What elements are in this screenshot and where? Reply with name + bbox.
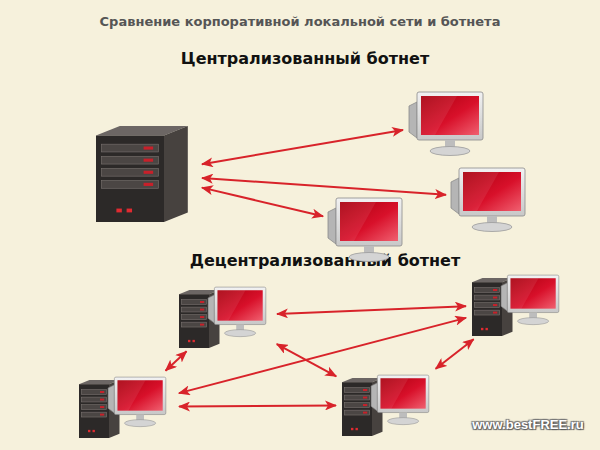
watermark: www.bestFREE.ru bbox=[472, 417, 583, 432]
arrow-connector bbox=[202, 188, 323, 217]
arrow-connector bbox=[179, 405, 336, 406]
combo-icon bbox=[75, 372, 177, 442]
arrow-connector bbox=[202, 178, 446, 195]
section-heading: Децентрализованный ботнет bbox=[190, 251, 461, 270]
monitor-icon bbox=[325, 192, 413, 262]
bot-computer-node bbox=[338, 370, 440, 440]
combo-icon bbox=[338, 370, 440, 440]
combo-icon bbox=[468, 270, 570, 338]
bot-computer-node bbox=[175, 282, 275, 350]
server-icon-node bbox=[88, 118, 200, 230]
computer-node bbox=[325, 192, 413, 262]
server-icon bbox=[88, 118, 200, 230]
bot-computer-node bbox=[75, 372, 177, 442]
diagram-title: Сравнение корпоративной локальной сети и… bbox=[0, 14, 600, 29]
computer-node bbox=[405, 86, 495, 158]
combo-icon bbox=[175, 282, 275, 350]
arrow-connector bbox=[166, 351, 187, 370]
monitor-icon bbox=[405, 86, 495, 158]
arrow-connector bbox=[202, 130, 403, 164]
monitor-icon bbox=[448, 162, 536, 234]
computer-node bbox=[448, 162, 536, 234]
bot-computer-node bbox=[468, 270, 570, 338]
arrow-connector bbox=[436, 339, 474, 369]
section-heading: Централизованный ботнет bbox=[181, 49, 429, 68]
arrow-connector bbox=[277, 306, 466, 314]
